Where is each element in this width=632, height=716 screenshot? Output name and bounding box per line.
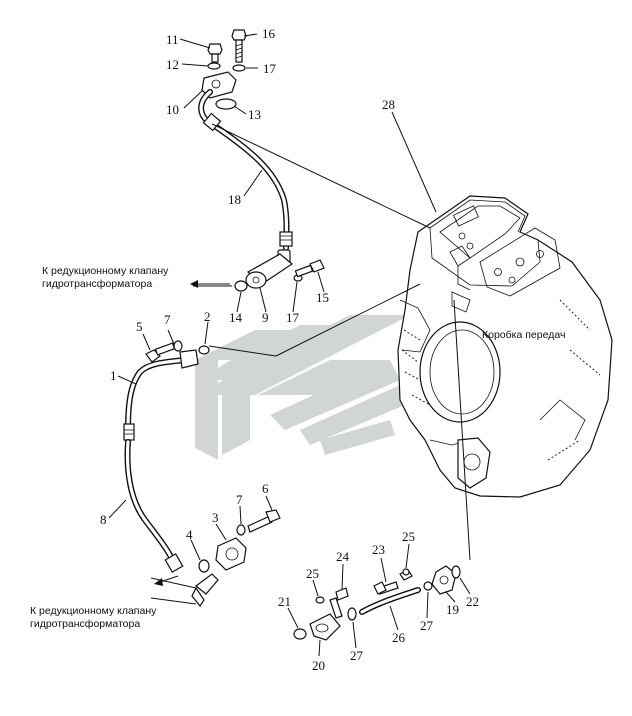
caption-to-valve-top-2: гидротрансформатора [42, 278, 152, 290]
label-6: 6 [262, 481, 269, 496]
lower-left-assembly [191, 509, 281, 608]
label-11: 11 [166, 32, 179, 47]
label-7: 7 [164, 312, 171, 327]
caption-to-valve-top-1: К редукционному клапану [42, 265, 169, 277]
label-8: 8 [100, 512, 107, 527]
caption-to-valve-bottom-1: К редукционному клапану [30, 605, 157, 617]
label-17: 17 [263, 61, 277, 76]
label-15: 15 [316, 290, 329, 305]
captions: К редукционному клапану гидротрансформат… [30, 265, 565, 630]
label-23: 23 [372, 542, 385, 557]
label-27b: 27 [420, 618, 434, 633]
part-numbers: 11 12 16 17 10 13 28 18 14 9 17 15 2 5 7… [100, 26, 479, 673]
label-3: 3 [212, 510, 219, 525]
direction-arrows [154, 280, 230, 586]
label-20: 20 [312, 658, 325, 673]
label-27: 27 [350, 648, 364, 663]
label-16: 16 [262, 26, 276, 41]
watermark-logo [195, 315, 410, 460]
label-10: 10 [166, 102, 179, 117]
label-21: 21 [278, 594, 291, 609]
label-1: 1 [110, 368, 117, 383]
label-25: 25 [402, 529, 415, 544]
middle-hose-assembly [123, 340, 210, 573]
label-19: 19 [446, 602, 459, 617]
label-12: 12 [166, 57, 179, 72]
leader-lines [108, 33, 471, 657]
upper-hose-assembly [198, 29, 293, 251]
adapter-assembly [234, 249, 325, 292]
label-24: 24 [336, 549, 350, 564]
label-4: 4 [186, 527, 193, 542]
label-2: 2 [204, 309, 211, 324]
label-17b: 17 [286, 310, 300, 325]
label-26: 26 [392, 630, 406, 645]
label-22: 22 [466, 594, 479, 609]
label-13: 13 [248, 107, 261, 122]
transmission-housing [397, 195, 613, 498]
label-25b: 25 [306, 566, 319, 581]
label-28: 28 [382, 97, 395, 112]
label-14: 14 [229, 310, 243, 325]
label-7b: 7 [236, 492, 243, 507]
lower-right-assembly [293, 565, 461, 641]
label-9: 9 [262, 310, 269, 325]
label-18: 18 [228, 192, 241, 207]
caption-gearbox: Коробка передач [482, 329, 565, 341]
caption-to-valve-bottom-2: гидротрансформатора [30, 618, 140, 630]
label-5: 5 [136, 319, 143, 334]
